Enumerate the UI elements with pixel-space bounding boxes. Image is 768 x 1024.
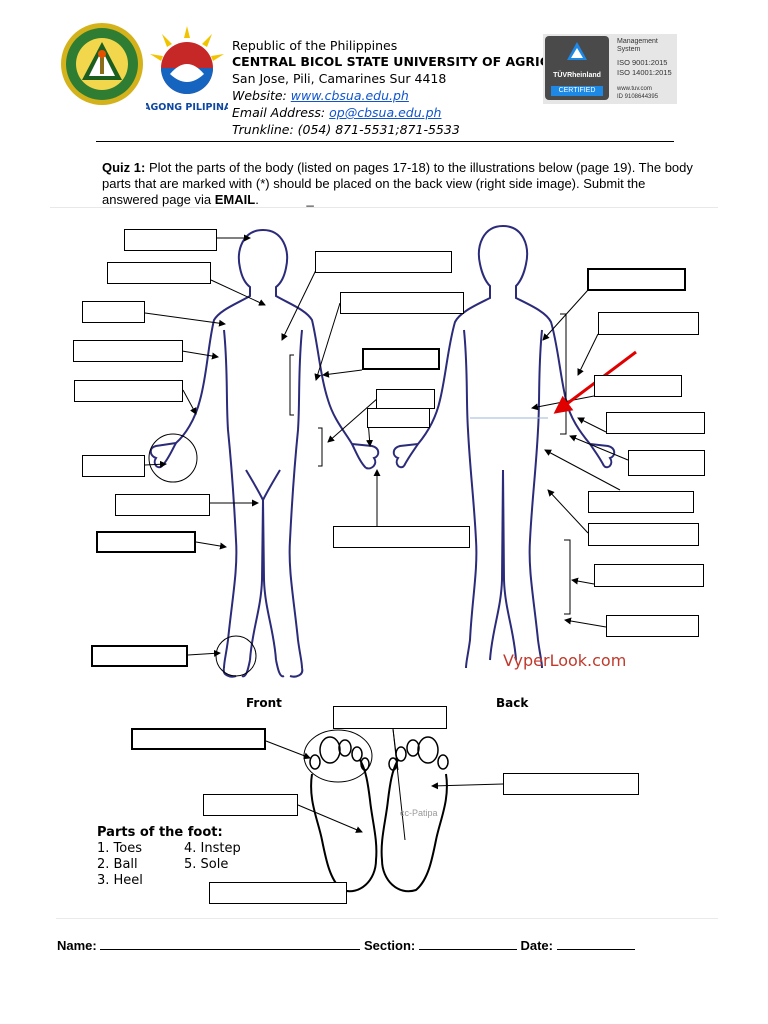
foot-box-2[interactable]	[131, 728, 266, 750]
quiz-period: .	[255, 192, 259, 207]
label-box-20[interactable]	[628, 450, 705, 476]
label-box-5[interactable]	[74, 380, 183, 402]
management-system: Management System	[617, 38, 658, 53]
label-box-13[interactable]	[376, 389, 435, 409]
front-label: Front	[246, 696, 282, 710]
section-label: Section:	[360, 938, 419, 953]
bagong-pilipinas-logo: BAGONG PILIPINAS	[146, 24, 228, 116]
label-box-17[interactable]	[598, 312, 699, 335]
label-box-3[interactable]	[82, 301, 145, 323]
university-name: CENTRAL BICOL STATE UNIVERSITY OF AGRICU…	[232, 54, 602, 69]
tuv-certification-badge: TÜVRheinland CERTIFIED Management System…	[543, 34, 677, 104]
trunkline: Trunkline: (054) 871-5531;871-5533	[232, 122, 460, 137]
university-seal	[60, 22, 144, 106]
website-link[interactable]: www.cbsua.edu.ph	[290, 88, 409, 103]
foot-parts-col2: 4. Instep 5. Sole	[184, 841, 241, 873]
quiz-text: Plot the parts of the body (listed on pa…	[102, 160, 693, 207]
website-line: Website: www.cbsua.edu.ph	[232, 87, 409, 104]
foot-part-item: 4. Instep	[184, 841, 241, 856]
label-box-10[interactable]	[315, 251, 452, 273]
section-field[interactable]	[418, 937, 517, 950]
label-box-8[interactable]	[96, 531, 196, 553]
iso-9001: ISO 9001:2015	[617, 58, 668, 67]
tuv-id: ID 9108644395	[617, 94, 659, 100]
label-box-21[interactable]	[588, 491, 694, 513]
foot-box-5[interactable]	[209, 882, 347, 904]
label-box-16[interactable]	[587, 268, 686, 291]
text-cursor: _	[306, 192, 314, 207]
date-field[interactable]	[556, 937, 635, 950]
label-box-22[interactable]	[588, 523, 699, 546]
bagong-pilipinas-text: BAGONG PILIPINAS	[146, 102, 228, 113]
label-box-19[interactable]	[606, 412, 705, 434]
foot-watermark: cc-Patipa	[400, 808, 438, 818]
label-box-15[interactable]	[333, 526, 470, 548]
header-divider	[96, 141, 674, 142]
foot-part-item: 5. Sole	[184, 857, 229, 872]
label-box-7[interactable]	[115, 494, 210, 516]
tuv-website: www.tuv.com	[617, 86, 652, 92]
address-line: San Jose, Pili, Camarines Sur 4418	[232, 71, 447, 86]
website-label: Website:	[232, 88, 291, 103]
label-box-18[interactable]	[594, 375, 682, 397]
republic-line: Republic of the Philippines	[232, 38, 398, 53]
label-box-24[interactable]	[606, 615, 699, 637]
date-label: Date:	[516, 938, 557, 953]
label-box-11[interactable]	[340, 292, 464, 314]
name-field[interactable]	[100, 937, 361, 950]
iso-14001: ISO 14001:2015	[617, 68, 672, 77]
front-body-outline	[149, 229, 380, 678]
certified-label: CERTIFIED	[551, 86, 603, 96]
label-box-6[interactable]	[82, 455, 145, 477]
foot-part-item: 2. Ball	[97, 857, 138, 872]
email-label: Email Address:	[232, 105, 330, 120]
page-break-line	[50, 207, 718, 208]
foot-box-3[interactable]	[503, 773, 639, 795]
tuv-brand: TÜVRheinland	[553, 72, 601, 79]
back-body-outline	[392, 225, 616, 669]
hand-circle	[148, 433, 198, 483]
back-label: Back	[496, 696, 529, 710]
quiz-label: Quiz 1:	[102, 160, 146, 175]
email-word: EMAIL	[214, 192, 256, 207]
footer-divider	[56, 918, 718, 919]
quiz-instructions: Quiz 1: Plot the parts of the body (list…	[102, 160, 702, 208]
foot-part-item: 3. Heel	[97, 873, 143, 888]
label-box-12[interactable]	[362, 348, 440, 370]
foot-part-item: 1. Toes	[97, 841, 142, 856]
label-box-9[interactable]	[91, 645, 188, 667]
email-line: Email Address: op@cbsua.edu.ph	[232, 104, 441, 121]
student-info-line: Name: Section: Date:	[57, 937, 635, 953]
label-box-2[interactable]	[107, 262, 211, 284]
label-box-4[interactable]	[73, 340, 183, 362]
foot-parts-title: Parts of the foot:	[97, 825, 223, 840]
label-box-1[interactable]	[124, 229, 217, 251]
foot-box-1[interactable]	[333, 706, 447, 729]
foot-parts-col1: 1. Toes 2. Ball 3. Heel	[97, 841, 143, 889]
email-link[interactable]: op@cbsua.edu.ph	[329, 105, 442, 120]
label-box-23[interactable]	[594, 564, 704, 587]
foot-box-4[interactable]	[203, 794, 298, 816]
name-label: Name:	[57, 938, 101, 953]
watermark-vyperlook: VyperLook.com	[503, 651, 627, 670]
label-box-14[interactable]	[367, 408, 430, 428]
